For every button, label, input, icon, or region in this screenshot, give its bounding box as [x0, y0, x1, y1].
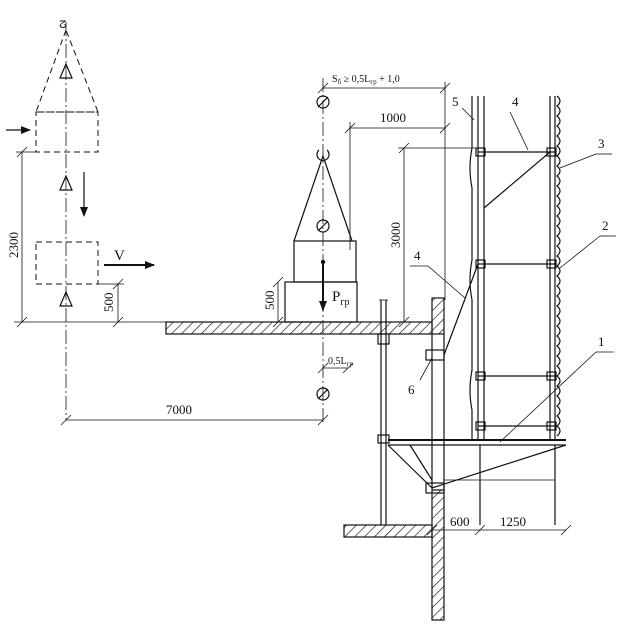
dim-spacing-tick-left [317, 82, 329, 94]
crane-hook [316, 149, 330, 161]
load-slings [293, 154, 353, 242]
axis-marker-bottom-slash [317, 388, 329, 400]
axis-marker-top [316, 95, 330, 109]
callout-5: 5 [452, 94, 459, 109]
callout-4-upper: 4 [512, 94, 519, 109]
platform-brace-inner [409, 444, 433, 481]
leader-3 [559, 153, 597, 169]
dim-2300-label: 2300 [6, 232, 21, 258]
facade-inner-panel [469, 96, 473, 440]
axis-marker-bottom [316, 387, 330, 401]
dim-spacing-formula: Sб ≥ 0,5Lгр + 1,0 [332, 74, 400, 86]
anchor-bracket-upper [425, 349, 445, 361]
callout-1: 1 [598, 334, 605, 349]
dim-7000-group: 7000 [60, 402, 329, 426]
diagonal-tie-lower [443, 263, 479, 356]
diagonal-tie-upper [483, 151, 551, 209]
dim-1250-tick-right [560, 524, 572, 536]
upper-floor-slab [165, 321, 433, 335]
dim-3000-tick-top [398, 142, 410, 154]
callout-6: 6 [408, 382, 415, 397]
dim-half-length-tick-left [317, 362, 329, 374]
dim-500-load-tick-top [272, 276, 284, 288]
coupler-1b [546, 147, 557, 157]
dim-600-label: 600 [450, 514, 470, 529]
load-position-upper [35, 111, 99, 153]
dim-half-length-tick-right [342, 362, 354, 374]
dim-1250-label: 1250 [500, 514, 526, 529]
facade-wavy-panel [556, 95, 561, 437]
dim-500-load-label: 500 [262, 291, 277, 311]
crane-sling-upper [35, 29, 99, 113]
leader-1 [499, 351, 597, 443]
callout-4-lower: 4 [414, 248, 421, 263]
leader-2 [559, 235, 601, 269]
dim-3000-label: 3000 [388, 222, 403, 248]
dim-500-left-label: 500 [101, 293, 116, 313]
strut-clamp-top [377, 333, 390, 345]
callouts-group: 1 2 3 4 4 5 6 [408, 94, 616, 443]
dim-600-tick-right [474, 524, 486, 536]
coupler-4b [546, 421, 557, 431]
platform-brace [387, 444, 567, 489]
callout-3: 3 [598, 136, 605, 151]
leader-5 [461, 107, 475, 121]
axis-marker-top-slash [317, 96, 329, 108]
load-group: Pгр 500 0,5Lгр [262, 78, 358, 424]
building-wall-upper [431, 297, 445, 335]
coupler-3a [475, 371, 486, 381]
platform-group [387, 349, 567, 525]
dim-7000-tick-left [60, 414, 72, 426]
callout-2: 2 [602, 218, 609, 233]
bottom-dimensions-group: 600 1250 [426, 514, 572, 536]
dim-7000-label: 7000 [166, 402, 192, 417]
triangle-marker-2 [59, 174, 73, 191]
anchor-bracket-lower [425, 482, 445, 494]
coupler-4a [475, 421, 486, 431]
crane-path-group: ⵒ V 2300 500 [6, 20, 168, 420]
coupler-2a [475, 259, 486, 269]
load-position-lower [35, 241, 99, 285]
velocity-label: V [114, 248, 125, 264]
scaffold-group [443, 95, 561, 440]
dim-500-left-tick-top [112, 278, 124, 290]
axis-marker-mid-slash [317, 220, 329, 232]
leader-6 [419, 357, 433, 381]
triangle-marker-3 [59, 290, 73, 307]
top-dimensions-group: Sб ≥ 0,5Lгр + 1,0 1000 3000 [317, 74, 476, 328]
dim-half-length-label: 0,5Lгр [328, 356, 353, 368]
load-force-label: Pгр [332, 289, 349, 308]
leader-4-upper [509, 111, 529, 151]
dim-600-tick-left [426, 524, 438, 536]
triangle-marker-1 [59, 62, 73, 79]
lower-floor-slab [343, 524, 433, 538]
coupler-2b [546, 259, 557, 269]
dim-1000-label: 1000 [380, 110, 406, 125]
strut-clamp-mid [377, 434, 390, 444]
leader-4-lower [427, 265, 466, 299]
coupler-1a [475, 147, 486, 157]
dim-2300-tick-top [16, 146, 28, 158]
hook-symbol: ⵒ [59, 20, 67, 31]
axis-marker-mid [316, 219, 330, 233]
dim-1000-tick-right [439, 122, 451, 134]
building-wall-lower [431, 489, 445, 621]
coupler-3b [546, 371, 557, 381]
structure-group [165, 297, 445, 621]
